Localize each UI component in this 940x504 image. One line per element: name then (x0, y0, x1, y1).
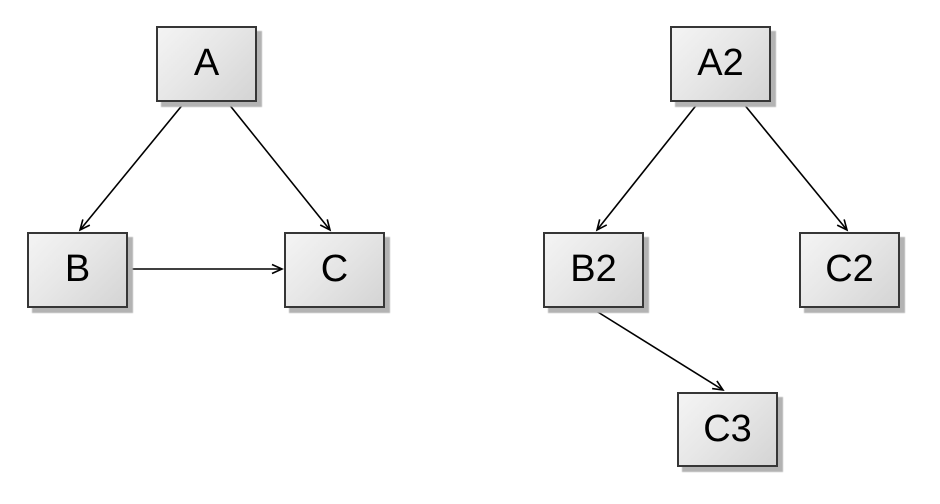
node-b2: B2 (543, 232, 644, 308)
edge-a-c (227, 102, 332, 232)
node-a2: A2 (670, 26, 771, 102)
node-c2-label: C2 (825, 248, 874, 290)
node-a: A (156, 26, 257, 102)
node-a2-label: A2 (697, 42, 744, 84)
node-c3: C3 (677, 392, 778, 467)
edge-a-b (78, 102, 185, 232)
node-b2-label: B2 (570, 248, 617, 290)
edge-b2-c3 (592, 308, 725, 392)
edge-a2-b2 (595, 102, 699, 232)
node-c2: C2 (799, 232, 900, 308)
node-c-label: C (320, 248, 349, 290)
node-c: C (284, 232, 385, 308)
node-b: B (27, 232, 128, 308)
edge-a2-c2 (742, 102, 849, 232)
node-a-label: A (193, 42, 220, 84)
node-b-label: B (64, 248, 91, 290)
node-c3-label: C3 (703, 407, 752, 450)
